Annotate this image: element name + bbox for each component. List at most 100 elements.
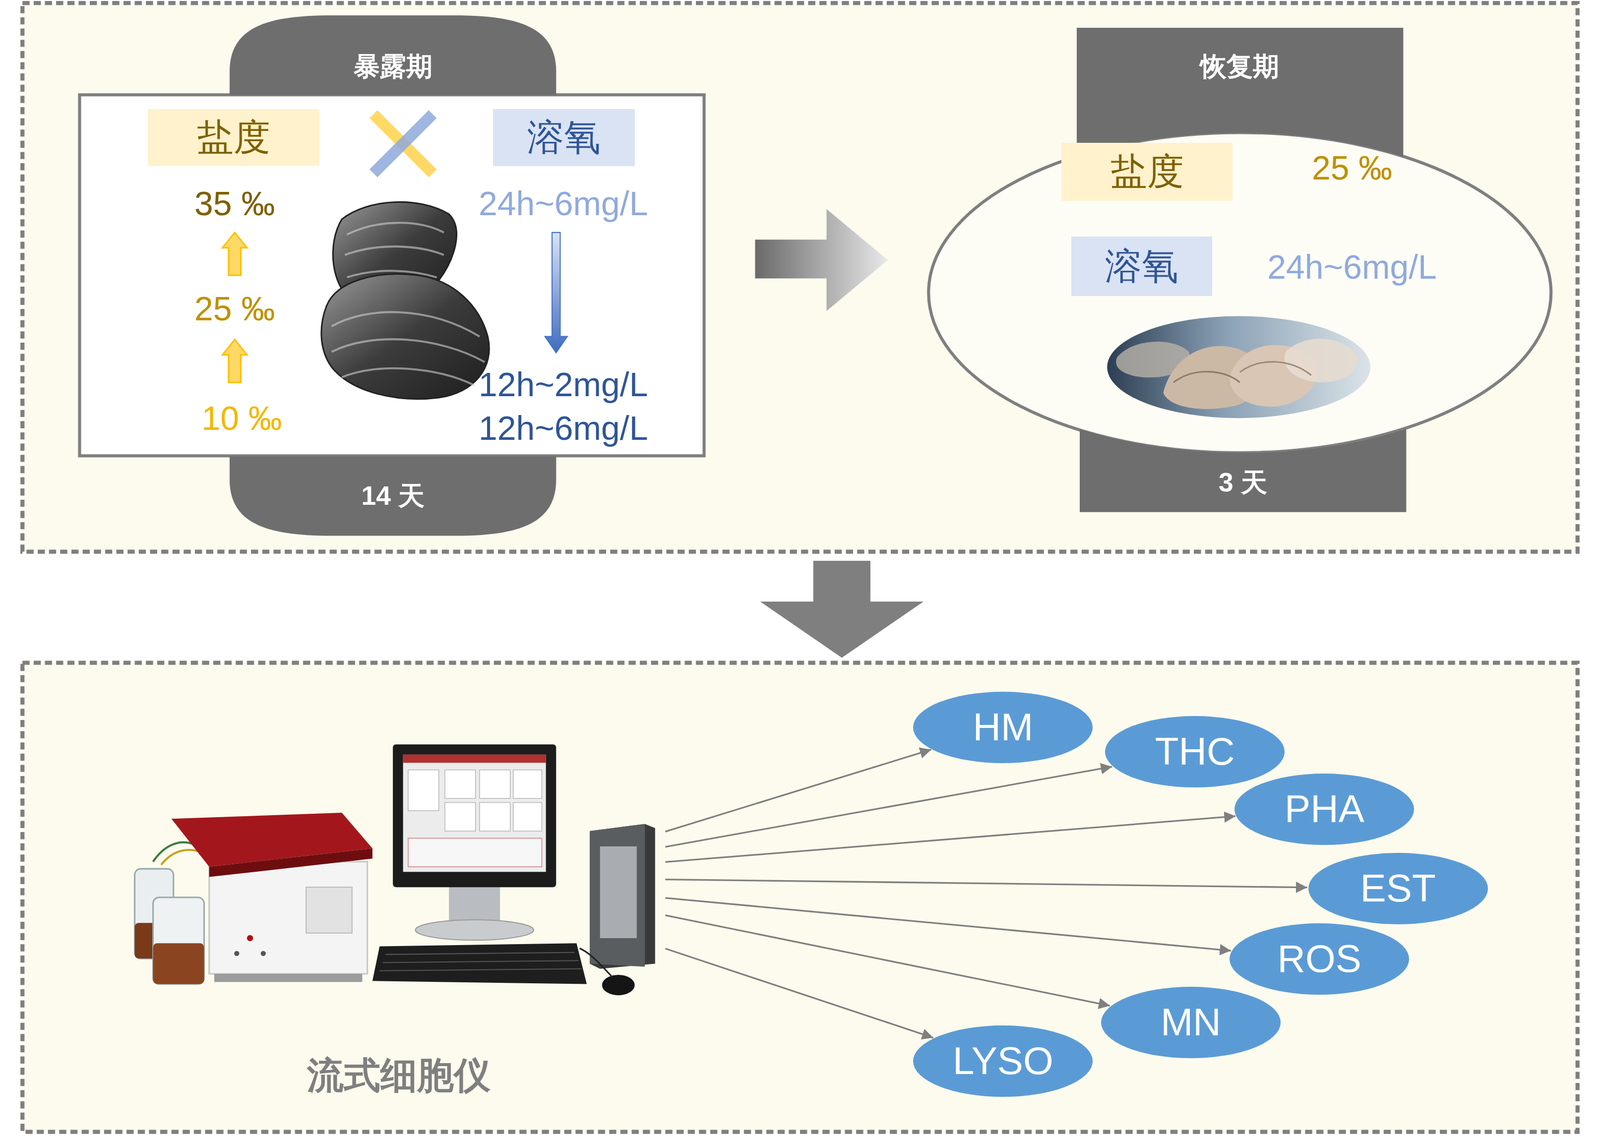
duration-tab-text: 3 天 (1218, 466, 1268, 499)
cytometer-illustration (153, 842, 194, 862)
computer-illustration (600, 846, 637, 939)
indicator-ellipse: EST (1308, 853, 1488, 925)
down-arrow (545, 232, 568, 354)
flow-arrow (760, 560, 924, 658)
cross-symbol (373, 114, 433, 174)
indicator-ellipse: THC (1105, 716, 1285, 788)
indicator-ellipse-text: LYSO (952, 1038, 1054, 1085)
cytometer-illustration (209, 861, 368, 975)
cytometer-illustration (153, 943, 205, 985)
oyster-illustration (321, 274, 490, 400)
indicator-ellipse: HM (913, 691, 1093, 764)
oyster-illustration (331, 222, 486, 386)
computer-illustration (602, 975, 635, 996)
oyster-illustration (321, 201, 490, 399)
indicator-ellipse-text: EST (1360, 865, 1436, 913)
cytometer-illustration (260, 951, 266, 957)
computer-illustration (379, 952, 582, 972)
factor-box-text: 盐度 (1110, 149, 1184, 194)
cytometer-illustration (161, 850, 202, 865)
computer-illustration (382, 960, 579, 963)
indicator-ellipse-shape (913, 1025, 1093, 1098)
computer-illustration (372, 943, 587, 985)
up-arrow (222, 232, 247, 276)
factor-box: 溶氧 (1071, 236, 1213, 296)
indicator-ellipse-text: PHA (1284, 786, 1365, 833)
arrow-connector (665, 898, 1231, 952)
phase-tab-shape (1076, 27, 1404, 158)
monitor-illustration (479, 802, 511, 832)
indicator-ellipse-text: ROS (1277, 935, 1362, 983)
indicator-ellipse: PHA (1234, 773, 1415, 846)
computer-illustration (589, 824, 656, 970)
factor-box: 溶氧 (492, 109, 635, 167)
indicator-ellipse-text: THC (1155, 728, 1235, 776)
monitor-illustration (403, 754, 547, 872)
phase-tab-shape (1076, 27, 1404, 157)
indicator-ellipse: MN (1101, 986, 1281, 1059)
arrow-connector (665, 766, 1112, 848)
condition-value: 12h~6mg/L (478, 408, 649, 449)
panel-frame (22, 2, 1578, 552)
duration-tab: 3 天 (1079, 428, 1407, 513)
indicator-ellipse-shape (1229, 923, 1410, 995)
duration-tab-text: 14 天 (361, 480, 425, 512)
monitor-illustration (479, 770, 511, 800)
oyster-illustration (331, 311, 480, 337)
cytometer-illustration (234, 951, 240, 957)
cross-symbol (373, 114, 433, 174)
arrow-connector (665, 749, 931, 832)
condition-value: 24h~6mg/L (1267, 246, 1437, 288)
arrow-connector (665, 948, 933, 1039)
indicator-ellipse-shape (913, 691, 1093, 764)
phase-tab: 恢复期 (1076, 27, 1404, 158)
monitor-illustration (513, 770, 543, 800)
indicator-ellipse: LYSO (913, 1025, 1093, 1098)
monitor-illustration (403, 754, 547, 763)
phase-tab-text: 恢复期 (1200, 50, 1280, 83)
oyster-photo (1239, 362, 1312, 376)
oyster-illustration (341, 368, 475, 386)
oyster-photo (1107, 316, 1371, 419)
computer-illustration (589, 824, 645, 968)
cytometer-illustration (209, 848, 373, 878)
computer-illustration (385, 952, 575, 955)
monitor-illustration (392, 744, 556, 941)
phase-tab: 暴露期 (229, 15, 556, 95)
condition-value: 25 ‰ (1311, 148, 1393, 189)
indicator-ellipse-shape (1105, 716, 1285, 788)
arrow-connector (665, 915, 1110, 1006)
indicator-ellipse: ROS (1229, 923, 1410, 995)
oyster-illustration (347, 222, 444, 235)
monitor-illustration (513, 802, 543, 832)
phase-tab-text: 暴露期 (353, 50, 433, 83)
cytometer-illustration (153, 897, 205, 985)
computer-illustration (379, 969, 582, 972)
oyster-illustration (344, 246, 444, 255)
monitor-illustration (415, 920, 534, 941)
arrow-connector (665, 879, 1307, 888)
cytometer-illustration (214, 974, 363, 983)
oyster-illustration (331, 339, 486, 363)
oyster-photo (1115, 338, 1357, 410)
instrument-group-text: 流式细胞仪 (307, 1053, 491, 1099)
condition-value: 25 ‰ (194, 289, 275, 330)
down-arrow (545, 232, 568, 354)
oyster-photo (1284, 338, 1358, 383)
cytometer-illustration (134, 812, 373, 985)
indicator-ellipse-shape (1308, 853, 1488, 925)
panel-frame (22, 663, 1578, 1133)
condition-value: 12h~2mg/L (478, 364, 649, 405)
flow-arrow (754, 209, 888, 312)
indicator-ellipse-shape (1101, 986, 1281, 1059)
instrument-group: 流式细胞仪 (132, 739, 666, 1103)
cytometer-illustration (306, 887, 353, 934)
factor-box: 盐度 (147, 109, 320, 167)
factor-box-text: 溶氧 (1105, 244, 1179, 289)
computer-illustration (372, 824, 656, 996)
condition-value: 10 ‰ (201, 398, 282, 439)
monitor-illustration (448, 885, 500, 924)
indicator-ellipse-shape (1234, 773, 1415, 846)
monitor-illustration (444, 770, 476, 800)
